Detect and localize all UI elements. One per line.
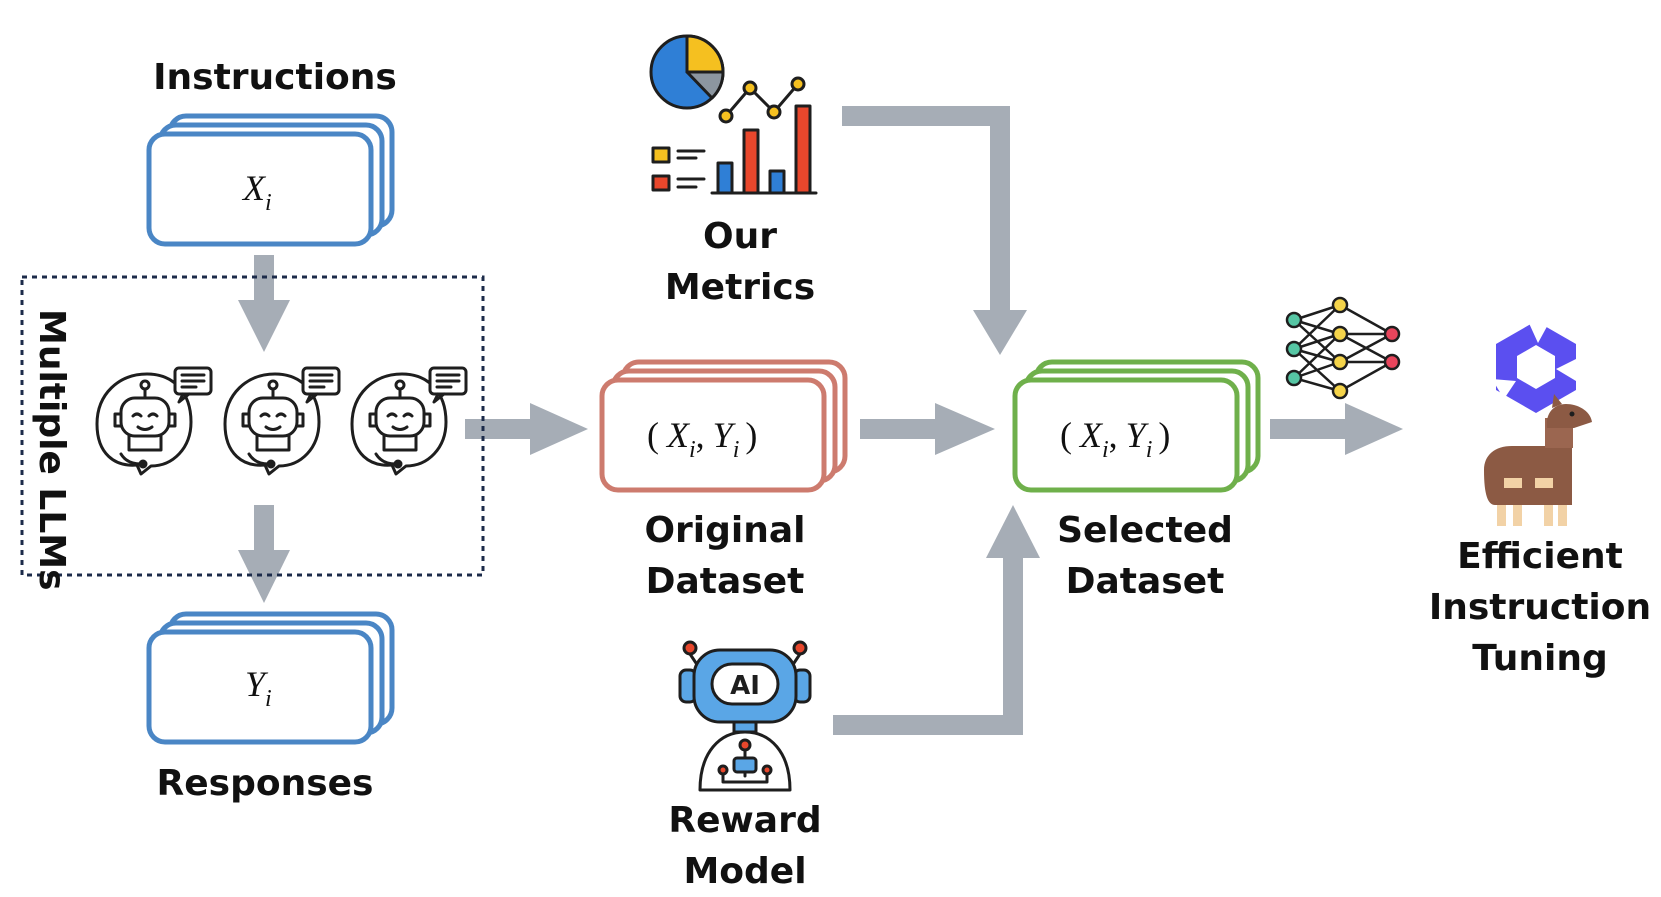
llm-group-border bbox=[20, 275, 485, 577]
llama-icon bbox=[1484, 394, 1592, 526]
arrow-metrics-to-selected bbox=[842, 106, 1027, 355]
selected-dataset-stack bbox=[1012, 359, 1261, 493]
selected-dataset-label: Selected Dataset bbox=[1057, 510, 1233, 602]
model-logo-icon bbox=[1492, 321, 1576, 413]
multiple-llms-label: Multiple LLMs bbox=[31, 309, 72, 591]
arrow-instructions-to-llms bbox=[238, 255, 290, 352]
responses-label: Responses bbox=[156, 763, 374, 804]
chatbot-icons bbox=[95, 366, 468, 476]
chatbot-icon bbox=[95, 366, 213, 476]
arrow-original-to-selected bbox=[860, 403, 995, 455]
metrics-icon bbox=[649, 34, 818, 195]
responses-y-var: Yi bbox=[245, 664, 272, 712]
line-chart-icon bbox=[718, 76, 806, 124]
legend-list-icon bbox=[651, 146, 706, 192]
original-dataset-label: Original Dataset bbox=[644, 510, 806, 602]
original-pair: (Xi,Yi) bbox=[647, 415, 757, 463]
our-metrics-label: Our Metrics bbox=[664, 216, 816, 308]
selected-pair: (Xi,Yi) bbox=[1060, 415, 1170, 463]
instructions-x-var: Xi bbox=[241, 168, 272, 216]
arrow-llms-to-original bbox=[465, 403, 588, 455]
reward-robot-icon: AI bbox=[678, 640, 812, 792]
responses-stack bbox=[146, 611, 395, 745]
instructions-label: Instructions bbox=[153, 57, 397, 98]
arrow-llms-to-responses bbox=[238, 505, 290, 603]
bar-chart-icon bbox=[710, 104, 818, 195]
pie-chart-icon bbox=[649, 34, 725, 110]
chatbot-icon bbox=[223, 366, 341, 476]
arrow-reward-to-selected bbox=[833, 505, 1040, 735]
arrow-selected-to-model bbox=[1270, 403, 1403, 455]
ai-badge-label: AI bbox=[730, 671, 760, 701]
neural-network-icon bbox=[1285, 296, 1401, 400]
reward-model-label: Reward Model bbox=[668, 800, 822, 892]
original-dataset-stack bbox=[599, 359, 848, 493]
instructions-stack bbox=[146, 113, 395, 247]
efficient-tuning-label: Efficient Instruction Tuning bbox=[1428, 536, 1652, 679]
arrows bbox=[238, 106, 1403, 735]
chatbot-icon bbox=[350, 366, 468, 476]
